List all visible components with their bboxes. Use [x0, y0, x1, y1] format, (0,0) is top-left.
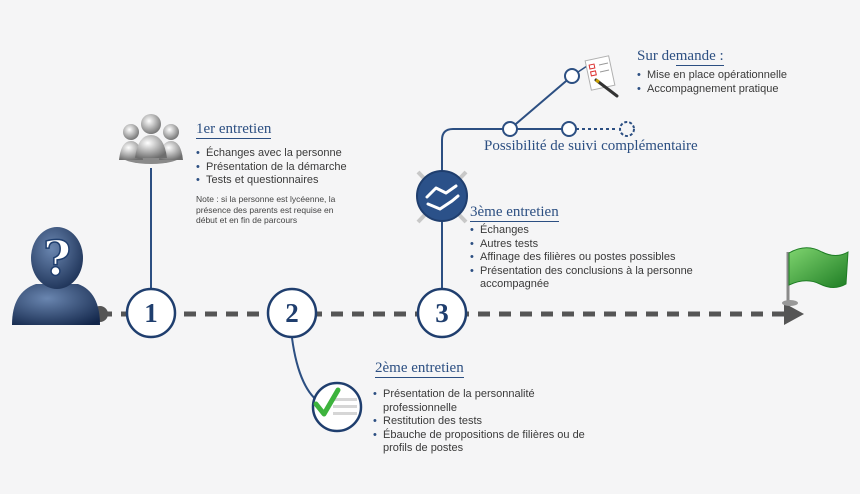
entretien1-list: Échanges avec la personne Présentation d… [196, 147, 386, 188]
demande-list: Mise en place opérationnelle Accompagnem… [637, 69, 837, 96]
list-item: Affinage des filières ou postes possible… [470, 251, 710, 265]
list-item: Échanges [470, 224, 710, 238]
list-item: Restitution des tests [373, 415, 593, 429]
connector-demande [509, 75, 573, 130]
step-circle-3 [416, 287, 468, 339]
step-circle-2 [266, 287, 318, 339]
step-circle-1 [125, 287, 177, 339]
list-item: Mise en place opérationnelle [637, 69, 837, 83]
step-number-1: 1 [144, 298, 158, 328]
list-item: Accompagnement pratique [637, 83, 837, 97]
entretien3-title: 3ème entretien [470, 204, 559, 222]
demande-title-prefix: Sur de [637, 48, 676, 64]
entretien1-title-text: 1er entretien [196, 121, 272, 139]
list-item: Présentation des conclusions à la person… [470, 265, 710, 292]
branch-node-2 [561, 121, 577, 137]
entretien2-title-text: 2ème entretien [375, 360, 464, 378]
entretien2-title: 2ème entretien [375, 360, 464, 378]
handshake-icon [416, 170, 468, 224]
list-item: Tests et questionnaires [196, 174, 386, 188]
timeline-arrowhead [784, 303, 804, 325]
branch-node-optional [619, 121, 635, 137]
branch-node-1 [502, 121, 518, 137]
group-icon [119, 114, 183, 164]
step-number-3: 3 [435, 298, 449, 328]
green-flag-icon [782, 247, 849, 306]
list-item: Échanges avec la personne [196, 147, 386, 161]
list-item: Présentation de la démarche [196, 161, 386, 175]
entretien3-title-text: 3ème entretien [470, 204, 559, 222]
demande-title-underlined: mande : [675, 48, 724, 66]
checklist-icon [311, 381, 363, 433]
list-item: Présentation de la personnalité professi… [373, 388, 593, 415]
entretien1-title: 1er entretien [196, 121, 272, 139]
list-item: Autres tests [470, 238, 710, 252]
document-pen-icon [584, 55, 619, 98]
svg-text:?: ? [43, 231, 71, 287]
entretien2-list: Présentation de la personnalité professi… [373, 388, 593, 456]
connector-branch [441, 128, 562, 188]
step-number-2: 2 [285, 298, 299, 328]
question-person-icon: ? [12, 227, 100, 325]
demande-title: Sur demande : [637, 48, 724, 66]
list-item: Ébauche de propositions de filières ou d… [373, 429, 593, 456]
branch-node-demande [564, 68, 580, 84]
entretien3-list: Échanges Autres tests Affinage des filiè… [470, 224, 710, 292]
suivi-label: Possibilité de suivi complémentaire [484, 138, 698, 154]
entretien1-note: Note : si la personne est lycéenne, la p… [196, 194, 336, 225]
